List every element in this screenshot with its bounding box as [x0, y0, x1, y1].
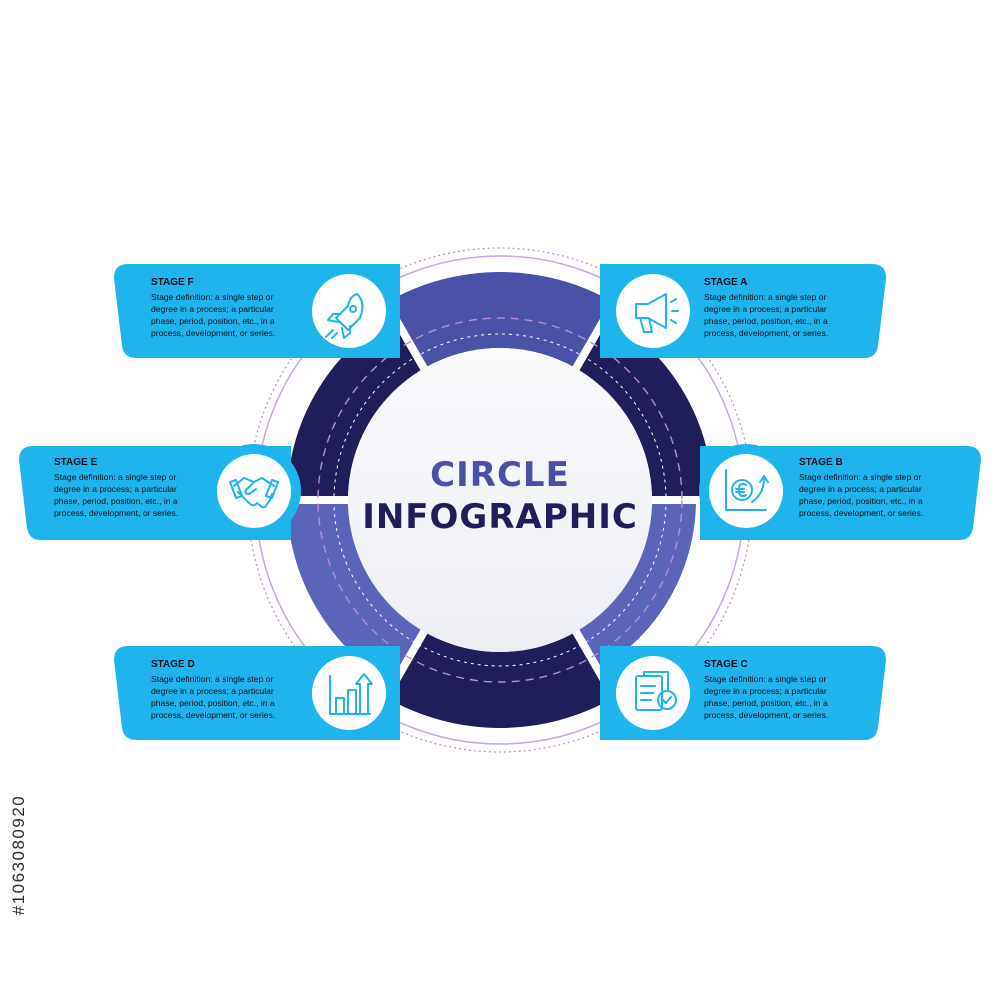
stage-cards [19, 264, 981, 740]
stage-d-label: STAGE D [151, 659, 195, 670]
stage-e-label: STAGE E [54, 457, 98, 468]
stock-id-watermark: #1063080920 [9, 794, 28, 916]
stage-a-card: STAGE A Stage definition: a single step … [692, 277, 1000, 338]
rocket-icon [302, 264, 396, 358]
stage-f-card: STAGE F Stage definition: a single step … [139, 277, 479, 338]
title-line-1: CIRCLE [430, 455, 570, 495]
stage-f-description: Stage definition: a single step or degre… [151, 292, 276, 338]
stage-a-description: Stage definition: a single step or degre… [704, 292, 829, 338]
stage-c-card: STAGE C Stage definition: a single step … [692, 659, 1000, 720]
stage-a-label: STAGE A [704, 277, 748, 288]
ring-segment-lower-right [576, 500, 696, 670]
inner-dashed-circle [317, 317, 683, 683]
stage-d-card: STAGE D Stage definition: a single step … [139, 659, 479, 720]
ring-segment-lower-left [287, 500, 424, 685]
stage-c-label: STAGE C [704, 659, 748, 670]
megaphone-icon [606, 264, 700, 358]
stage-b-label: STAGE B [799, 457, 843, 468]
stage-b-card: STAGE B Stage definition: a single step … [787, 457, 1000, 518]
ring-segment-bottom [386, 631, 614, 728]
ring-segment-upper-right [576, 315, 713, 500]
stage-d-description: Stage definition: a single step or degre… [151, 674, 276, 720]
stage-f-label: STAGE F [151, 277, 194, 288]
stage-b-description: Stage definition: a single step or degre… [799, 472, 924, 518]
handshake-icon [207, 444, 301, 538]
stage-e-card: STAGE E Stage definition: a single step … [42, 457, 382, 518]
ring-segment-upper-left [287, 315, 424, 500]
bar-chart-arrow-icon [302, 646, 396, 740]
title-line-2: INFOGRAPHIC [362, 497, 638, 537]
ring-segments [287, 272, 713, 728]
document-check-icon [606, 646, 700, 740]
euro-growth-icon [699, 444, 793, 538]
center-disc [348, 348, 652, 652]
stage-e-description: Stage definition: a single step or degre… [54, 472, 179, 518]
inner-dotted-circle [333, 333, 667, 667]
stage-c-description: Stage definition: a single step or degre… [704, 674, 829, 720]
